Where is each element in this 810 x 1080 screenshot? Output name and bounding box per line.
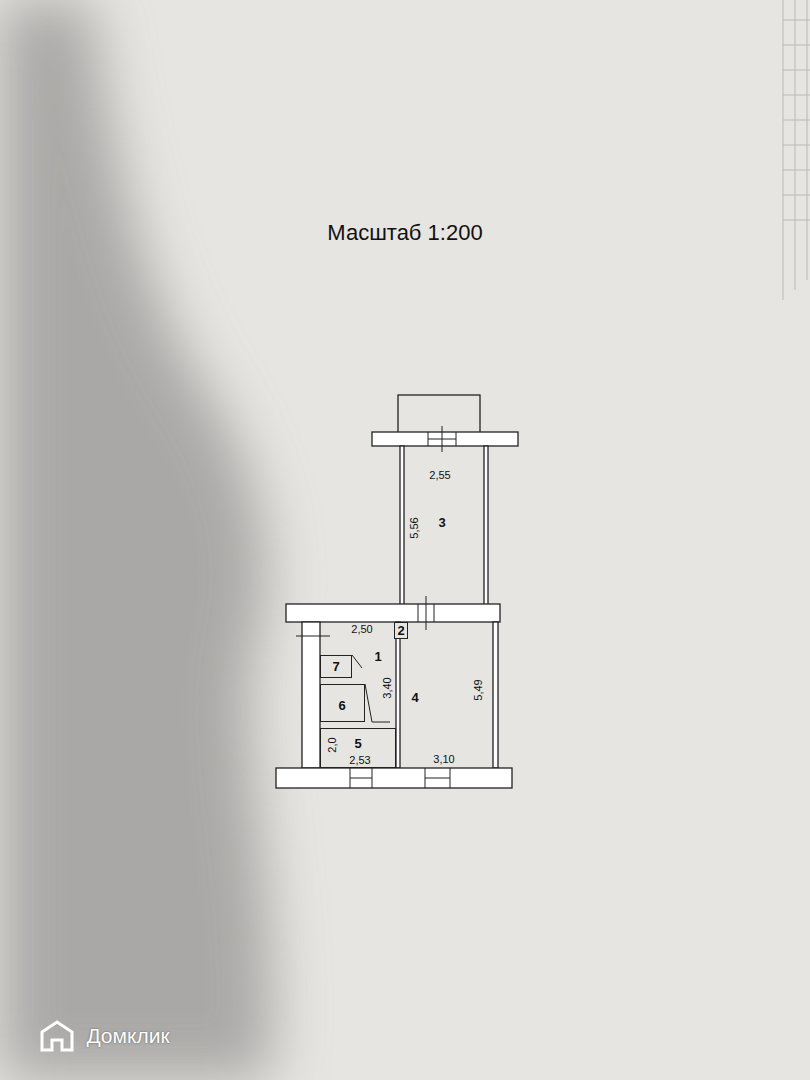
grid-line — [807, 0, 808, 280]
room: 6 — [320, 684, 365, 722]
inner-wall — [286, 604, 500, 622]
room-number: 4 — [411, 691, 418, 704]
openings — [296, 426, 456, 788]
dimension: 2,55 — [428, 470, 451, 481]
partition-line — [365, 684, 372, 722]
wall — [484, 446, 488, 606]
grid-line — [783, 95, 810, 96]
watermark: Домклик — [86, 1024, 169, 1048]
paper-shadow — [0, 0, 273, 1080]
logo-house — [42, 1022, 72, 1050]
axis-mark — [426, 596, 427, 630]
grid-line — [783, 145, 810, 146]
dimension: 3,10 — [432, 754, 455, 765]
window-pane — [350, 778, 372, 779]
grid-line — [783, 45, 810, 46]
grid-line — [783, 70, 810, 71]
room-number: 5 — [354, 737, 361, 750]
room-number: 6 — [338, 699, 345, 712]
grid-line — [783, 120, 810, 121]
wall — [400, 446, 404, 606]
scale-title: Масштаб 1:200 — [0, 220, 810, 246]
door-jamb — [434, 604, 435, 622]
partition-line — [352, 655, 362, 668]
room: 2 — [394, 622, 408, 639]
room: 7 — [320, 655, 352, 678]
room-number: 3 — [438, 516, 445, 529]
dimension: 2,0 — [327, 736, 338, 753]
outer-wall — [372, 432, 518, 446]
window-pane — [425, 778, 450, 779]
room-number: 7 — [332, 660, 339, 673]
partition — [396, 622, 400, 768]
balcony-outline — [398, 395, 480, 433]
grid-line — [783, 195, 810, 196]
dimension: 2,53 — [348, 755, 371, 766]
dimension: 5,49 — [473, 678, 484, 701]
room-number: 1 — [374, 650, 381, 663]
grid-line — [783, 20, 810, 21]
wall — [302, 622, 320, 768]
walls — [276, 395, 518, 788]
dimension: 2,50 — [350, 624, 373, 635]
dimension: 3,40 — [382, 676, 393, 699]
dimension: 5,56 — [409, 516, 420, 539]
grid-line — [783, 220, 810, 221]
room: 4 — [402, 640, 430, 750]
partition-line — [372, 722, 390, 723]
graph-paper — [783, 0, 810, 300]
wall — [493, 622, 498, 768]
door-jamb — [418, 604, 419, 622]
dimension-line — [296, 636, 330, 637]
watermark-logo — [42, 1022, 72, 1050]
axis-mark — [442, 426, 443, 452]
room: 1 — [368, 640, 394, 664]
outer-wall — [276, 768, 512, 788]
room-number: 2 — [397, 624, 404, 637]
grid-line — [783, 170, 810, 171]
